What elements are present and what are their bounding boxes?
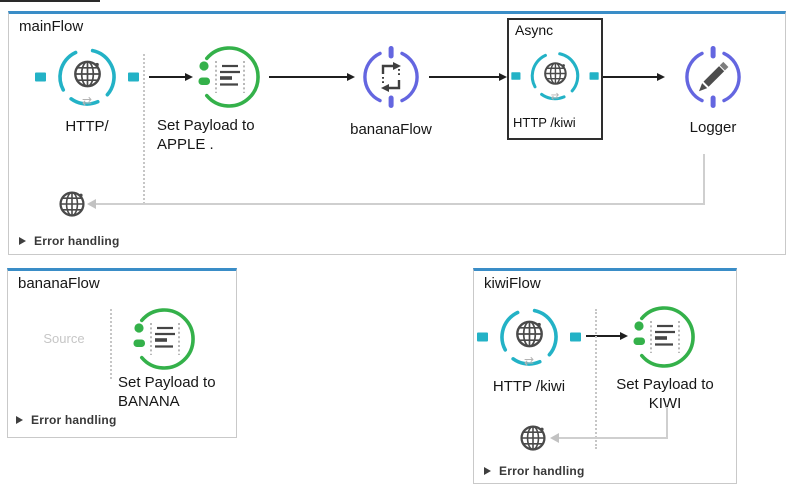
screen-edge-artifact [0, 0, 100, 2]
source-placeholder-label: Source [43, 331, 85, 346]
expand-triangle-icon [484, 467, 491, 475]
flow-title: mainFlow [19, 18, 84, 35]
flow-panel-bananaflow[interactable]: bananaFlow Source Set Payload to BANANA … [7, 268, 237, 438]
error-handling-label: Error handling [499, 464, 585, 478]
error-handling-section[interactable]: Error handling [484, 464, 584, 478]
logger-component[interactable] [681, 45, 745, 109]
http-listener-label: HTTP/ [65, 118, 109, 135]
error-handling-section[interactable]: Error handling [19, 234, 119, 248]
flow-title: kiwiFlow [484, 275, 541, 292]
async-scope-title: Async [515, 22, 554, 38]
response-return-line-horizontal [96, 203, 705, 205]
http-request-label: HTTP /kiwi [513, 115, 576, 130]
response-return-arrowhead [550, 433, 559, 443]
flow-reference-icon [359, 45, 423, 109]
expand-triangle-icon [19, 237, 26, 245]
flow-panel-mainflow[interactable]: mainFlow HTTP/ Set Payload to APPLE . ba… [8, 11, 786, 255]
http-listener-icon [477, 299, 581, 375]
flow-reference-component[interactable] [359, 45, 423, 109]
set-payload-component[interactable] [628, 301, 700, 373]
flow-panel-kiwiflow[interactable]: kiwiFlow HTTP /kiwi Set Payload to KIWI … [473, 268, 737, 484]
set-payload-label: Set Payload to KIWI [600, 375, 730, 413]
http-request-icon [511, 44, 599, 108]
source-drop-zone[interactable]: Source [24, 331, 104, 351]
error-handling-label: Error handling [31, 413, 117, 427]
set-payload-label-line1: Set Payload to [118, 374, 216, 391]
http-listener-label: HTTP /kiwi [492, 378, 566, 395]
source-process-separator [595, 309, 597, 449]
error-handling-label: Error handling [34, 234, 120, 248]
flow-arrow [269, 72, 355, 81]
source-process-separator [143, 54, 145, 204]
set-payload-icon [128, 303, 200, 375]
flow-arrow [149, 72, 193, 81]
set-payload-component[interactable] [128, 303, 200, 375]
set-payload-icon [628, 301, 700, 373]
logger-label: Logger [689, 119, 737, 136]
response-return-line-horizontal [559, 437, 668, 439]
response-globe-icon [518, 423, 548, 453]
response-return-line-vertical [666, 407, 668, 439]
logger-icon [681, 45, 745, 109]
http-listener-component[interactable] [477, 299, 581, 375]
source-process-separator [110, 309, 112, 379]
response-return-arrowhead [87, 199, 96, 209]
set-payload-icon [193, 41, 265, 113]
http-request-component[interactable] [511, 44, 599, 108]
set-payload-label: Set Payload to BANANA [118, 373, 248, 411]
flow-arrow [603, 72, 665, 81]
flow-arrow [586, 331, 628, 340]
error-handling-section[interactable]: Error handling [16, 413, 116, 427]
response-globe-icon [57, 189, 87, 219]
http-listener-icon [35, 39, 139, 115]
set-payload-label-line1: Set Payload to [157, 117, 255, 134]
set-payload-component[interactable] [193, 41, 265, 113]
async-scope[interactable]: Async HTTP /kiwi [507, 18, 603, 140]
set-payload-label-line2: KIWI [648, 395, 682, 412]
flow-reference-label: bananaFlow [350, 121, 432, 138]
set-payload-label-line1: Set Payload to [616, 376, 714, 393]
set-payload-label: Set Payload to APPLE . [157, 116, 297, 154]
expand-triangle-icon [16, 416, 23, 424]
response-return-line-vertical [703, 154, 705, 205]
http-listener-component[interactable] [35, 39, 139, 115]
flow-title: bananaFlow [18, 275, 100, 292]
flow-arrow [429, 72, 507, 81]
set-payload-label-line2: BANANA [118, 393, 180, 410]
set-payload-label-line2: APPLE . [157, 136, 214, 153]
